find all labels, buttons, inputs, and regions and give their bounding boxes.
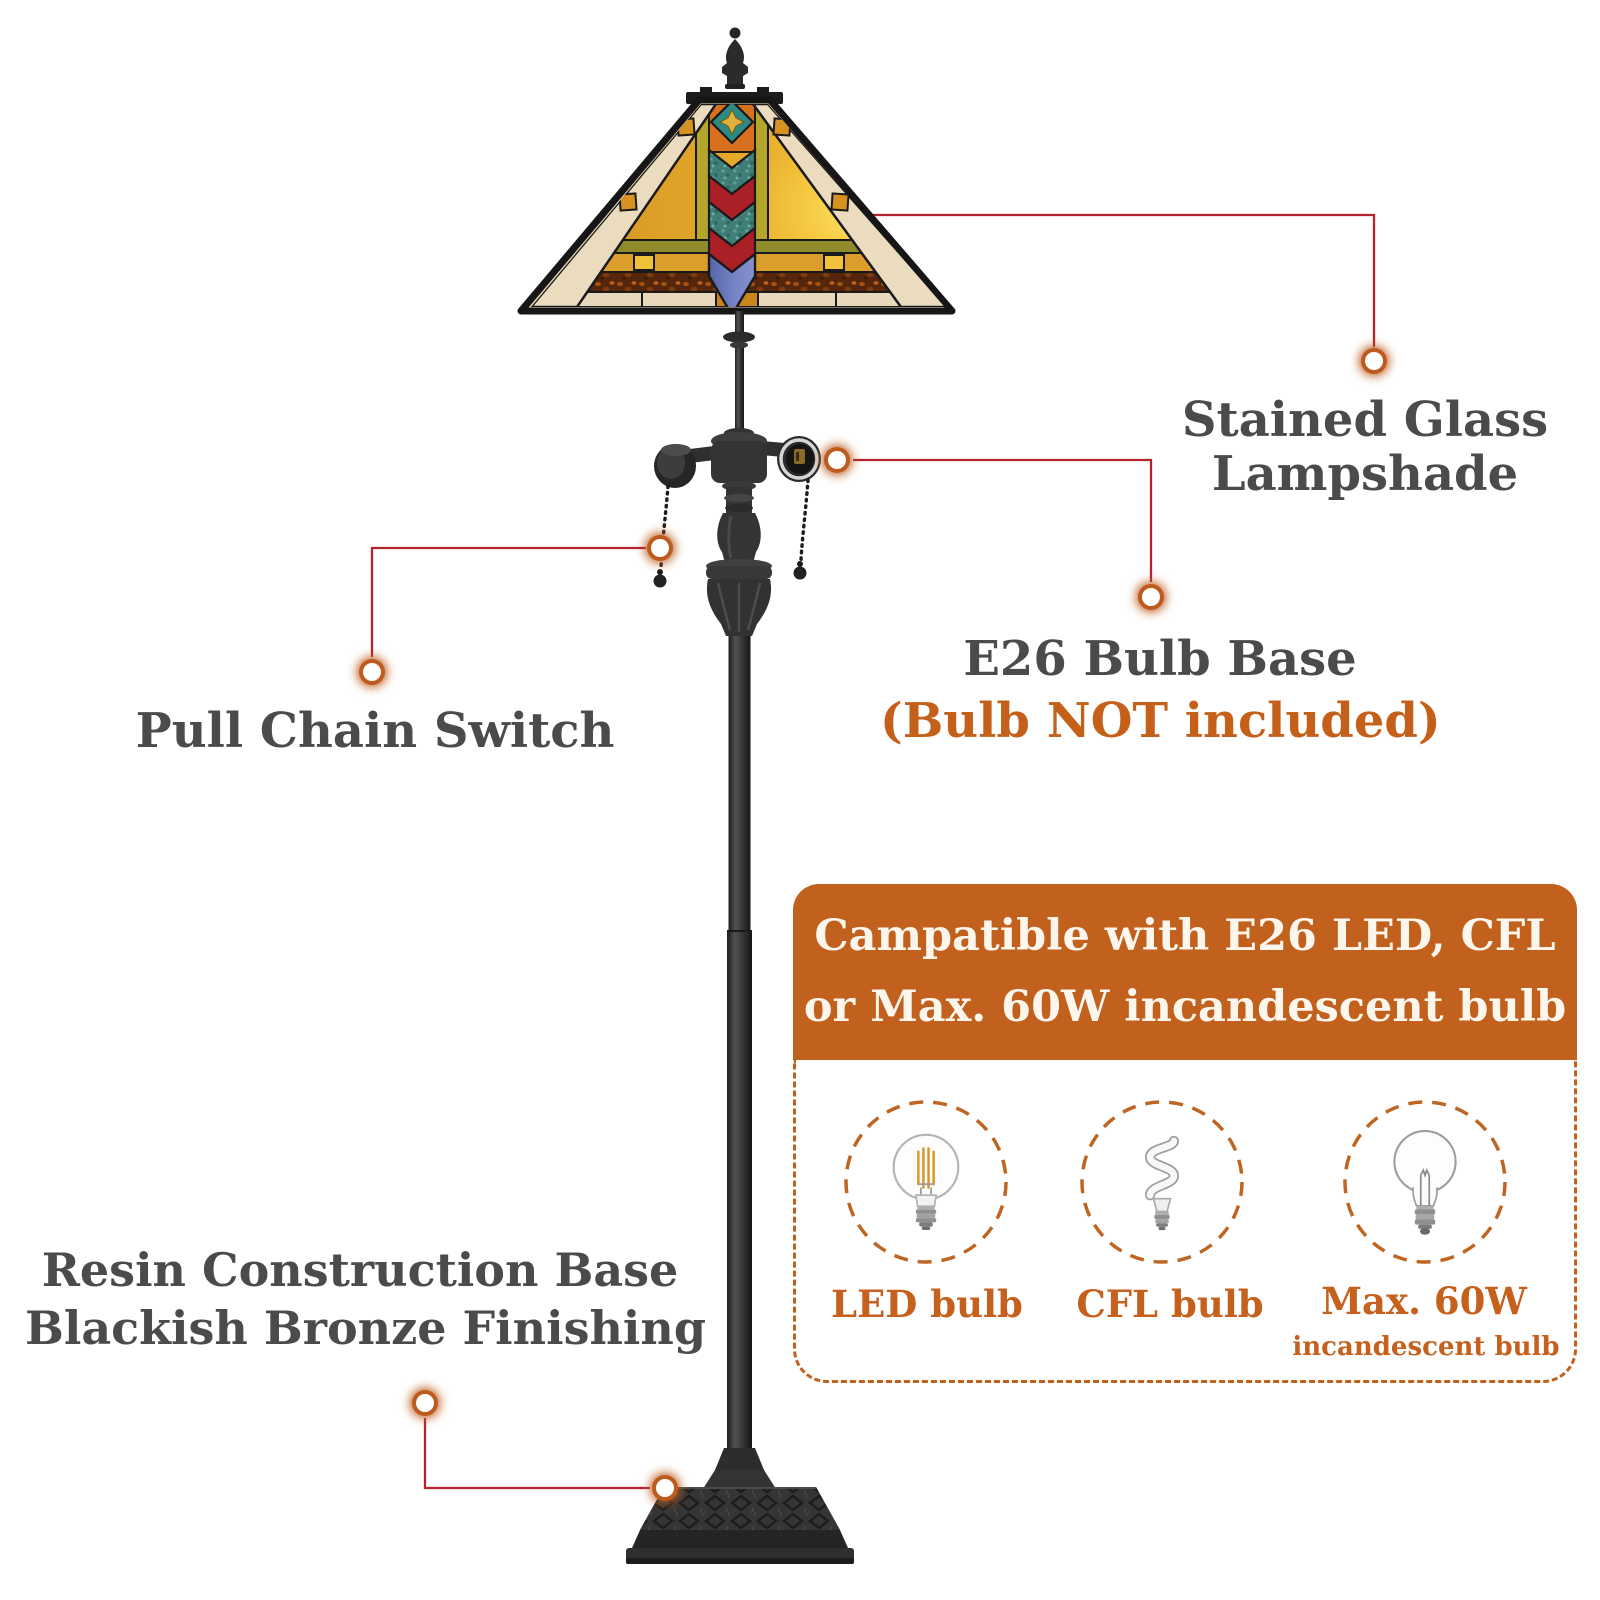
incandescent-bulb-sublabel: incandescent bulb bbox=[1292, 1332, 1560, 1362]
label-line: Resin Construction Base bbox=[41, 1243, 679, 1297]
pull-chain-right bbox=[799, 478, 810, 562]
label-line: Blackish Bronze Finishing bbox=[25, 1301, 706, 1355]
incandescent-bulb-icon bbox=[1343, 1100, 1507, 1264]
callout-line-pull-chain bbox=[370, 546, 646, 657]
label-stained-glass-lampshade: Stained Glass Lampshade bbox=[1140, 393, 1590, 501]
lamp-base bbox=[626, 1448, 854, 1564]
callout-line-bulb-base bbox=[853, 458, 1153, 582]
chain-ball-left bbox=[653, 574, 667, 588]
label-resin-base: Resin Construction Base Blackish Bronze … bbox=[25, 1241, 706, 1357]
callout-markers bbox=[357, 346, 1389, 1503]
marker-pull-chain-source bbox=[645, 533, 675, 563]
label-line: E26 Bulb Base bbox=[963, 631, 1357, 687]
label-pull-chain-switch: Pull Chain Switch bbox=[95, 705, 655, 757]
led-bulb-label: LED bulb bbox=[831, 1282, 1023, 1326]
compatibility-header: Campatible with E26 LED, CFL or Max. 60W… bbox=[793, 884, 1577, 1060]
socket-cluster bbox=[653, 311, 821, 588]
label-line: Lampshade bbox=[1211, 446, 1519, 502]
label-line: Pull Chain Switch bbox=[135, 703, 615, 759]
incandescent-bulb-cell bbox=[1340, 1097, 1510, 1267]
callout-line-base bbox=[423, 1418, 650, 1490]
callout-lines bbox=[370, 213, 1376, 1490]
cfl-bulb-label: CFL bulb bbox=[1076, 1282, 1264, 1326]
compatibility-title-line1: Campatible with E26 LED, CFL bbox=[814, 911, 1556, 961]
led-bulb-cell bbox=[841, 1097, 1011, 1267]
chain-bead bbox=[797, 561, 803, 567]
marker-pull-chain-label bbox=[357, 657, 387, 687]
led-filament-bulb-icon bbox=[844, 1100, 1008, 1264]
label-bulb-not-included: (Bulb NOT included) bbox=[880, 693, 1441, 749]
compatibility-title-line2: or Max. 60W incandescent bulb bbox=[803, 982, 1567, 1032]
chain-bead bbox=[657, 569, 663, 575]
marker-bulb-base-source bbox=[822, 445, 852, 475]
marker-base-source bbox=[650, 1473, 680, 1503]
finial bbox=[722, 27, 748, 89]
callout-line-lampshade bbox=[872, 213, 1376, 347]
marker-base-label bbox=[410, 1388, 440, 1418]
incandescent-bulb-label: Max. 60W bbox=[1321, 1279, 1527, 1323]
marker-lampshade bbox=[1359, 346, 1389, 376]
lampshade bbox=[517, 87, 956, 315]
cfl-spiral-bulb-icon bbox=[1080, 1100, 1244, 1264]
lamp-pole bbox=[706, 481, 772, 1448]
chain-ball-right bbox=[793, 566, 807, 580]
socket-right bbox=[777, 436, 821, 482]
cfl-bulb-cell bbox=[1077, 1097, 1247, 1267]
label-e26-bulb-base: E26 Bulb Base (Bulb NOT included) bbox=[880, 628, 1441, 752]
marker-bulb-base-label bbox=[1136, 582, 1166, 612]
label-line: Stained Glass bbox=[1181, 392, 1549, 448]
socket-left bbox=[654, 444, 696, 488]
